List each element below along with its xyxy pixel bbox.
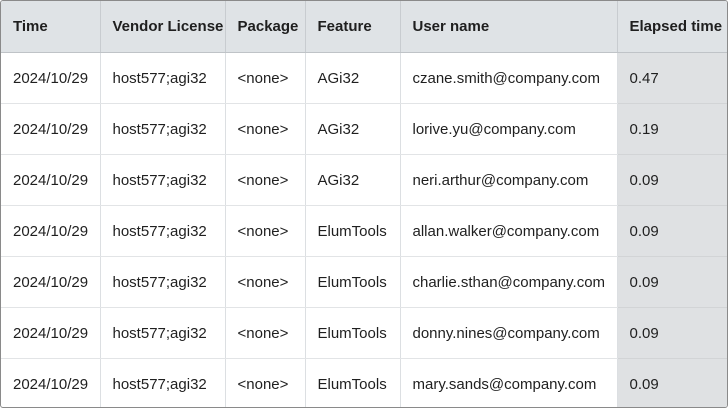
cell-feature: AGi32 <box>305 52 401 104</box>
cell-feature: ElumTools <box>305 256 401 308</box>
cell-elapsed-time: 0.09 <box>617 205 727 257</box>
cell-time: 2024/10/29 <box>1 103 101 155</box>
cell-feature: AGi32 <box>305 154 401 206</box>
cell-elapsed-time: 0.19 <box>617 103 727 155</box>
cell-elapsed-time: 0.09 <box>617 256 727 308</box>
column-header-feature[interactable]: Feature <box>305 1 401 53</box>
cell-elapsed-time: 0.09 <box>617 307 727 359</box>
cell-feature: AGi32 <box>305 103 401 155</box>
table-body: 2024/10/29 host577;agi32 <none> AGi32 cz… <box>1 52 727 407</box>
table-row[interactable]: 2024/10/29 host577;agi32 <none> ElumTool… <box>1 358 727 407</box>
table-row[interactable]: 2024/10/29 host577;agi32 <none> ElumTool… <box>1 205 727 257</box>
cell-user-name: allan.walker@company.com <box>400 205 618 257</box>
cell-package: <none> <box>225 154 306 206</box>
cell-package: <none> <box>225 205 306 257</box>
table-row[interactable]: 2024/10/29 host577;agi32 <none> AGi32 ne… <box>1 154 727 206</box>
cell-time: 2024/10/29 <box>1 52 101 104</box>
cell-vendor-license: host577;agi32 <box>100 52 226 104</box>
cell-time: 2024/10/29 <box>1 154 101 206</box>
cell-user-name: mary.sands@company.com <box>400 358 618 407</box>
cell-user-name: neri.arthur@company.com <box>400 154 618 206</box>
cell-feature: ElumTools <box>305 205 401 257</box>
cell-package: <none> <box>225 52 306 104</box>
cell-time: 2024/10/29 <box>1 256 101 308</box>
table-row[interactable]: 2024/10/29 host577;agi32 <none> AGi32 lo… <box>1 103 727 155</box>
column-header-elapsed-time[interactable]: Elapsed time <box>617 1 727 53</box>
cell-feature: ElumTools <box>305 307 401 359</box>
cell-user-name: czane.smith@company.com <box>400 52 618 104</box>
cell-vendor-license: host577;agi32 <box>100 103 226 155</box>
header-row: Time Vendor License Package Feature User… <box>1 1 727 53</box>
table-row[interactable]: 2024/10/29 host577;agi32 <none> AGi32 cz… <box>1 52 727 104</box>
column-header-package[interactable]: Package <box>225 1 306 53</box>
cell-user-name: donny.nines@company.com <box>400 307 618 359</box>
cell-time: 2024/10/29 <box>1 205 101 257</box>
cell-package: <none> <box>225 256 306 308</box>
column-header-vendor-license[interactable]: Vendor License <box>100 1 226 53</box>
cell-time: 2024/10/29 <box>1 307 101 359</box>
cell-vendor-license: host577;agi32 <box>100 154 226 206</box>
table-header: Time Vendor License Package Feature User… <box>1 1 727 53</box>
cell-user-name: charlie.sthan@company.com <box>400 256 618 308</box>
cell-time: 2024/10/29 <box>1 358 101 407</box>
cell-feature: ElumTools <box>305 358 401 407</box>
table-row[interactable]: 2024/10/29 host577;agi32 <none> ElumTool… <box>1 307 727 359</box>
cell-elapsed-time: 0.47 <box>617 52 727 104</box>
cell-package: <none> <box>225 103 306 155</box>
cell-user-name: lorive.yu@company.com <box>400 103 618 155</box>
cell-elapsed-time: 0.09 <box>617 358 727 407</box>
cell-package: <none> <box>225 358 306 407</box>
cell-package: <none> <box>225 307 306 359</box>
cell-vendor-license: host577;agi32 <box>100 256 226 308</box>
column-header-user-name[interactable]: User name <box>400 1 618 53</box>
cell-vendor-license: host577;agi32 <box>100 307 226 359</box>
table-row[interactable]: 2024/10/29 host577;agi32 <none> ElumTool… <box>1 256 727 308</box>
column-header-time[interactable]: Time <box>1 1 101 53</box>
cell-elapsed-time: 0.09 <box>617 154 727 206</box>
cell-vendor-license: host577;agi32 <box>100 358 226 407</box>
cell-vendor-license: host577;agi32 <box>100 205 226 257</box>
